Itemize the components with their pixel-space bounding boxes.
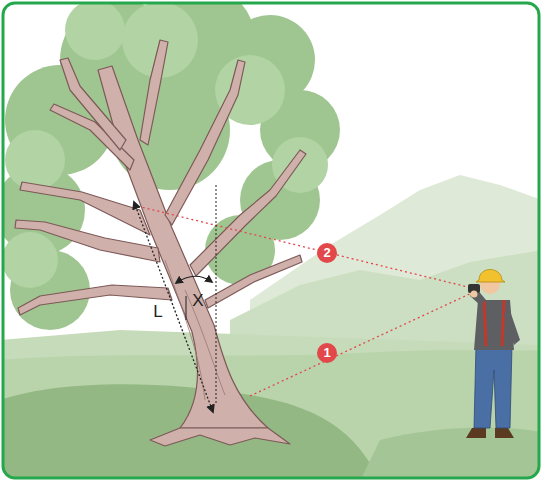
forester [474,345,512,428]
tree-trunk [150,428,290,446]
vertical-reference [186,185,216,405]
angle-arrow [176,276,212,283]
foliage-front [65,3,125,60]
vertical-reference [216,185,217,405]
length-arrow [134,202,213,412]
frame-border [3,3,539,478]
mid-ground [3,330,539,478]
sight-line-2 [133,205,476,289]
length-arrow [134,202,213,412]
forester [504,305,520,345]
tree-trunk [15,220,160,262]
forester [466,270,520,439]
sight-line-1 [250,291,476,396]
forester [471,291,478,298]
tree-trunk [190,150,306,276]
tree-trunk [60,58,126,150]
foliage-front [3,232,58,288]
callout-number: 1 [317,343,337,363]
forester [495,428,514,438]
mid-ground [3,350,539,478]
angle-arrow [176,276,212,283]
ground-mound [360,427,539,478]
vertical-reference [186,296,187,320]
callout-number: 2 [317,243,337,263]
forester [484,300,504,346]
tree-trunk [165,60,245,225]
sky [3,3,539,478]
trunk-lines [165,260,205,400]
sky [3,3,539,478]
ground-mound [3,384,380,478]
mid-ground [3,330,539,478]
ground-mound [3,384,539,478]
tree-trunk [205,255,302,308]
tree-trunk [15,40,306,446]
angle-label: X [191,292,204,310]
forester [466,428,486,438]
frame-border [3,3,539,478]
tree-scene [3,3,539,478]
length-label: L [152,303,163,321]
tree-trunk [18,285,172,315]
trunk-lines [185,290,225,395]
foliage-front [5,130,65,190]
sight-line-2 [133,205,476,289]
forester [476,270,505,283]
tree-trunk [140,40,168,145]
sight-line-1 [250,291,476,396]
